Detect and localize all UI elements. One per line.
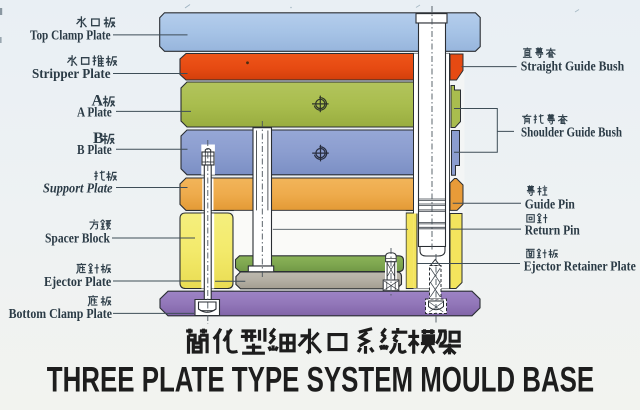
svg-text:Straight Guide Bush: Straight Guide Bush: [521, 59, 625, 74]
svg-text:Support Plate: Support Plate: [43, 180, 113, 195]
svg-text:A: A: [92, 93, 104, 110]
svg-text:Ejector Retainer Plate: Ejector Retainer Plate: [524, 259, 636, 274]
svg-text:B Plate: B Plate: [77, 142, 112, 157]
svg-text:Spacer Block: Spacer Block: [45, 231, 110, 246]
svg-text:A Plate: A Plate: [77, 104, 112, 119]
svg-text:THREE PLATE TYPE SYSTEM MOULD: THREE PLATE TYPE SYSTEM MOULD BASE: [47, 359, 594, 399]
svg-text:Ejector Plate: Ejector Plate: [44, 274, 111, 289]
svg-text:Stripper Plate: Stripper Plate: [32, 66, 111, 81]
svg-text:B: B: [93, 130, 104, 147]
svg-text:Guide Pin: Guide Pin: [525, 197, 575, 212]
svg-text:Shoulder Guide Bush: Shoulder Guide Bush: [521, 125, 622, 140]
svg-text:Return Pin: Return Pin: [525, 223, 580, 238]
svg-text:Top Clamp Plate: Top Clamp Plate: [30, 27, 111, 42]
svg-text:Bottom Clamp Plate: Bottom Clamp Plate: [9, 306, 112, 321]
